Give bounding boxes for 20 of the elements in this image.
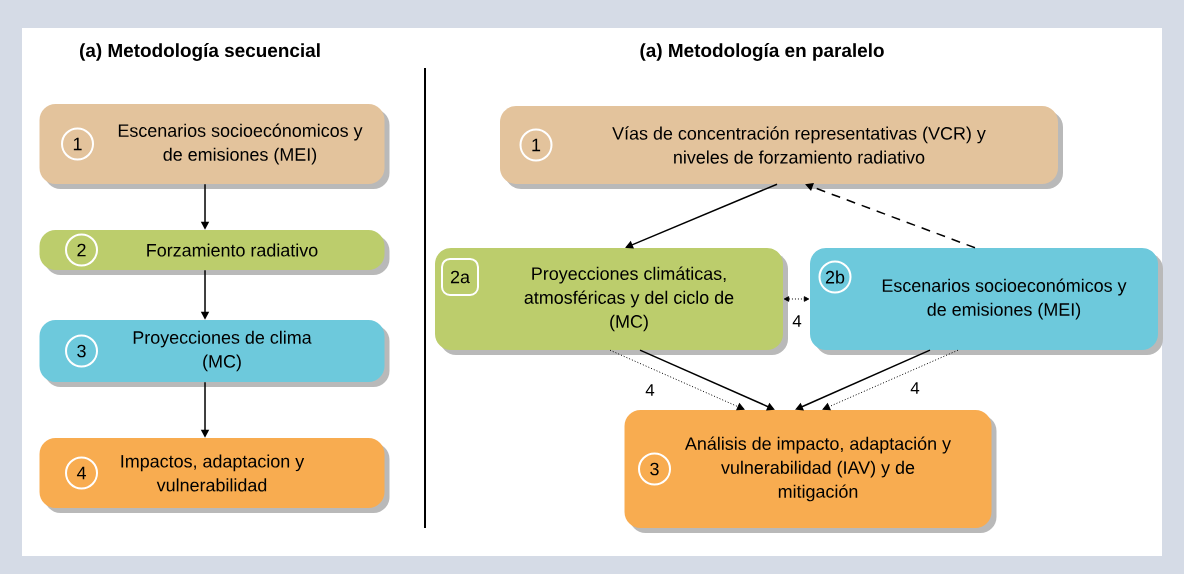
process-box: 1 Vías de concentración representativas (VCR) y niveles de forzamiento radiativo bbox=[500, 106, 1063, 189]
process-box: 3 Análisis de impacto, adaptación y vulnerabilidad (IAV) y de mitigación bbox=[624, 410, 997, 533]
edge-label: 4 bbox=[792, 315, 802, 327]
arrow bbox=[805, 183, 976, 249]
process-box: 2b Escenarios socioeconómicos y de emisiones (MEI) bbox=[810, 248, 1163, 355]
arrow bbox=[625, 183, 778, 249]
edge-label: 4 bbox=[910, 382, 920, 394]
panel-title: (a) Metodología en paralelo bbox=[640, 43, 884, 61]
arrow bbox=[822, 349, 959, 411]
process-box: 1 Escenarios socioecónomicos y de emisiones (MEI) bbox=[39, 104, 390, 189]
arrow bbox=[783, 296, 810, 302]
edge-label: 4 bbox=[645, 384, 655, 396]
process-box: 4 Impactos, adaptacion y vulnerabilidad bbox=[39, 438, 390, 513]
process-box: 3 Proyecciones de clima (MC) bbox=[39, 320, 390, 387]
panel-title: (a) Metodología secuencial bbox=[80, 43, 320, 61]
process-box: 2a Proyecciones climáticas, atmosféricas y del ciclo de (MC) bbox=[435, 248, 788, 355]
arrow bbox=[609, 349, 745, 411]
process-box: 2 Forzamiento radiativo bbox=[39, 230, 390, 275]
arrow bbox=[639, 349, 775, 411]
arrow bbox=[795, 349, 931, 411]
